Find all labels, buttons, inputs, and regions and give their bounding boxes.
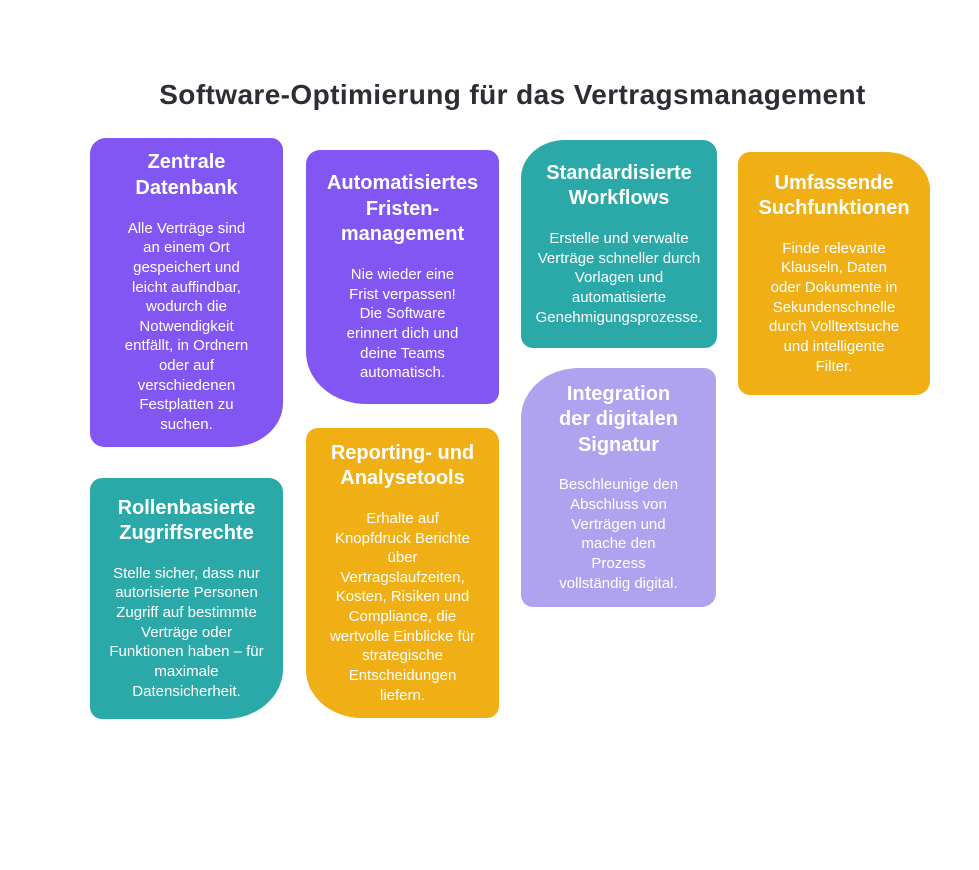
card-body-automatisiertes-fristenmanagement: Nie wieder eine Frist verpassen! Die Sof… bbox=[346, 265, 459, 382]
card-body-reporting-und-analysetools: Erhalte auf Knopfdruck Berichte über Ver… bbox=[329, 509, 476, 704]
card-heading-zentrale-datenbank: Zentrale Datenbank bbox=[135, 151, 238, 199]
card-body-integration-digitale-signatur: Beschleunige den Abschluss von Verträgen… bbox=[558, 476, 679, 592]
card-body-standardisierte-workflows: Erstelle und verwalte Verträge schneller… bbox=[535, 229, 703, 326]
card-standardisierte-workflows: Standardisierte Workflows Erstelle und v… bbox=[521, 140, 717, 348]
card-body-zentrale-datenbank: Alle Verträge sind an einem Ort gespeich… bbox=[124, 219, 249, 433]
card-heading-reporting-und-analysetools: Reporting- und Analysetools bbox=[330, 441, 475, 490]
card-integration-digitale-signatur: Integration der digitalen Signatur Besch… bbox=[521, 368, 716, 607]
page-title: Software-Optimierung für das Vertragsman… bbox=[159, 78, 866, 110]
card-heading-standardisierte-workflows: Standardisierte Workflows bbox=[546, 161, 692, 210]
card-heading-integration-digitale-signatur: Integration der digitalen Signatur bbox=[559, 382, 678, 456]
card-umfassende-suchfunktionen: Umfassende Suchfunktionen Finde relevant… bbox=[738, 152, 930, 395]
card-reporting-und-analysetools: Reporting- und Analysetools Erhalte auf … bbox=[306, 428, 499, 718]
card-heading-umfassende-suchfunktionen: Umfassende Suchfunktionen bbox=[758, 171, 910, 220]
card-rollenbasierte-zugriffsrechte: Rollenbasierte Zugriffsrechte Stelle sic… bbox=[90, 478, 283, 719]
card-body-rollenbasierte-zugriffsrechte: Stelle sicher, dass nur autorisierte Per… bbox=[109, 564, 264, 700]
card-heading-automatisiertes-fristenmanagement: Automatisiertes Fristen- management bbox=[326, 172, 479, 246]
card-zentrale-datenbank: Zentrale Datenbank Alle Verträge sind an… bbox=[90, 138, 283, 447]
card-body-umfassende-suchfunktionen: Finde relevante Klauseln, Daten oder Dok… bbox=[768, 239, 900, 375]
card-automatisiertes-fristenmanagement: Automatisiertes Fristen- management Nie … bbox=[306, 150, 499, 404]
card-heading-rollenbasierte-zugriffsrechte: Rollenbasierte Zugriffsrechte bbox=[117, 496, 256, 545]
